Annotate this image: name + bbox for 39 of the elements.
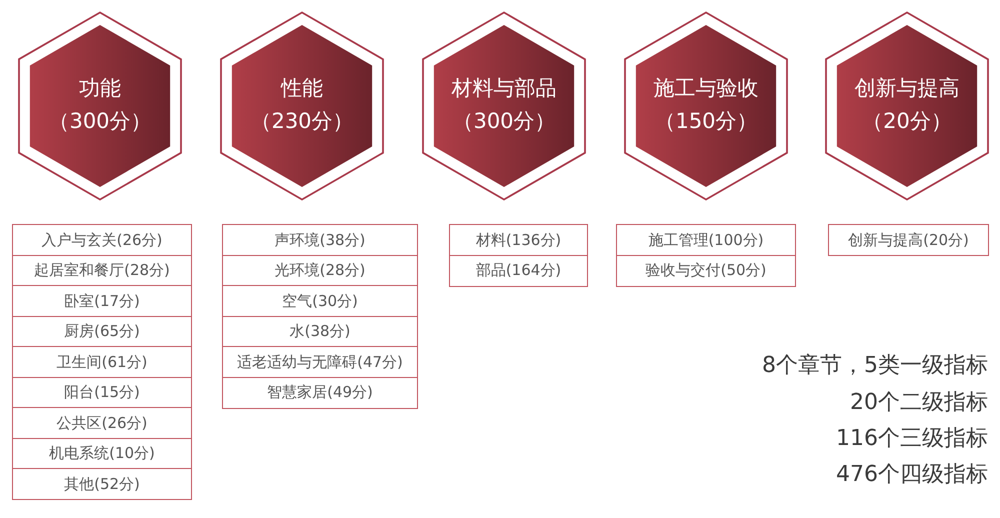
category-title: 性能: [281, 75, 323, 101]
subcategory-cell: 适老适幼与无障碍(47分): [222, 346, 418, 378]
score-text: （300分）: [452, 108, 556, 134]
summary-text: 8个章节，5类一级指标: [762, 352, 988, 380]
subcategory-cell: 空气(30分): [222, 285, 418, 317]
subcategory-cell: 材料(136分): [449, 224, 588, 256]
subcategory-cell: 声环境(38分): [222, 224, 418, 256]
hexagon-badge: [825, 11, 989, 201]
subcategory-cell: 起居室和餐厅(28分): [12, 254, 192, 286]
subcategory-cell: 部品(164分): [449, 254, 588, 286]
subcategory-cell: 厨房(65分): [12, 316, 192, 348]
summary-text: 116个三级指标: [836, 425, 988, 453]
summary-text: 476个四级指标: [836, 461, 988, 489]
score-text: （20分）: [862, 108, 952, 134]
subcategory-cell: 水(38分): [222, 316, 418, 348]
subcategory-cell: 卫生间(61分): [12, 346, 192, 378]
subcategory-cell: 光环境(28分): [222, 254, 418, 286]
category-title: 功能: [79, 75, 121, 101]
subcategory-cell: 入户与玄关(26分): [12, 224, 192, 256]
subcategory-cell: 施工管理(100分): [616, 224, 796, 256]
subcategory-cell: 机电系统(10分): [12, 438, 192, 470]
subcategory-cell: 创新与提高(20分): [828, 224, 989, 256]
hexagon-badge: [18, 11, 182, 201]
score-text: （230分）: [250, 108, 354, 134]
category-title: 创新与提高: [854, 75, 960, 101]
subcategory-cell: 智慧家居(49分): [222, 376, 418, 408]
summary-text: 20个二级指标: [850, 389, 988, 417]
subcategory-cell: 其他(52分): [12, 468, 192, 500]
score-text: （300分）: [48, 108, 152, 134]
hexagon-badge: [624, 11, 788, 201]
subcategory-cell: 卧室(17分): [12, 285, 192, 317]
subcategory-cell: 阳台(15分): [12, 376, 192, 408]
category-title: 材料与部品: [452, 75, 556, 101]
hexagon-badge: [220, 11, 384, 201]
subcategory-cell: 验收与交付(50分): [616, 254, 796, 286]
subcategory-cell: 公共区(26分): [12, 407, 192, 439]
score-text: （150分）: [654, 108, 758, 134]
category-title: 施工与验收: [654, 75, 758, 101]
hexagon-badge: [422, 11, 586, 201]
